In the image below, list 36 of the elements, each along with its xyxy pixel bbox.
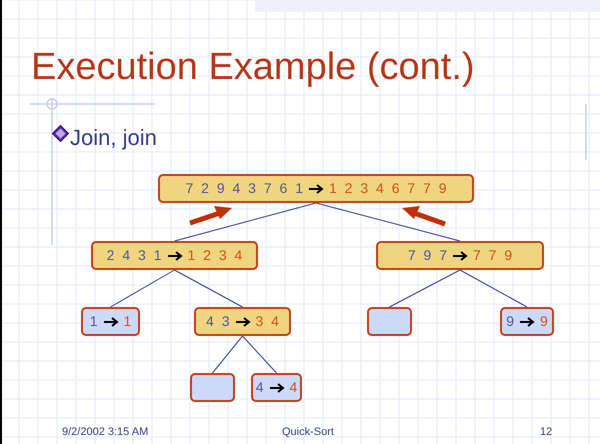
sorted-sequence: 3 4: [256, 312, 279, 331]
sorted-sequence: 7 7 9: [473, 246, 512, 265]
input-sequence: 4 3: [206, 312, 230, 331]
footer-date: 9/2/2002 3:15 AM: [62, 425, 148, 440]
empty-box: [367, 307, 412, 336]
tree-edge: [389, 270, 460, 308]
bullet-text: Join, join: [70, 124, 157, 152]
tree-edge: [174, 202, 316, 242]
sequence-box: [376, 241, 544, 270]
input-sequence: 7 9 7: [408, 246, 447, 265]
sequence-box: [158, 174, 474, 203]
sorted-sequence: 1 2 3 4: [188, 246, 242, 265]
page-number: 12: [540, 425, 552, 440]
sorted-sequence: 1: [124, 312, 132, 331]
tree-edge: [212, 336, 243, 374]
tree-edge: [316, 202, 460, 242]
slide-title: Execution Example (cont.): [31, 48, 475, 86]
input-sequence: 4: [256, 378, 264, 397]
sequence-box: [500, 307, 554, 336]
footer-title: Quick-Sort: [282, 425, 334, 440]
tree-edge: [242, 336, 277, 374]
input-sequence: 7 2 9 4 3 7 6 1: [185, 179, 303, 198]
input-sequence: 9: [506, 312, 514, 331]
sequence-box: [91, 241, 258, 270]
tree-edge: [460, 270, 528, 308]
sorted-sequence: 4: [290, 378, 298, 397]
empty-box: [190, 373, 235, 402]
tree-edge: [110, 270, 175, 308]
input-sequence: 2 4 3 1: [106, 246, 162, 265]
sequence-box: [251, 373, 302, 402]
sequence-box: [81, 307, 140, 336]
tree-edge: [174, 270, 243, 308]
sorted-sequence: 9: [540, 312, 548, 331]
sequence-box: [194, 307, 291, 336]
input-sequence: 1: [90, 312, 98, 331]
sorted-sequence: 1 2 3 4 6 7 7 9: [329, 179, 447, 198]
